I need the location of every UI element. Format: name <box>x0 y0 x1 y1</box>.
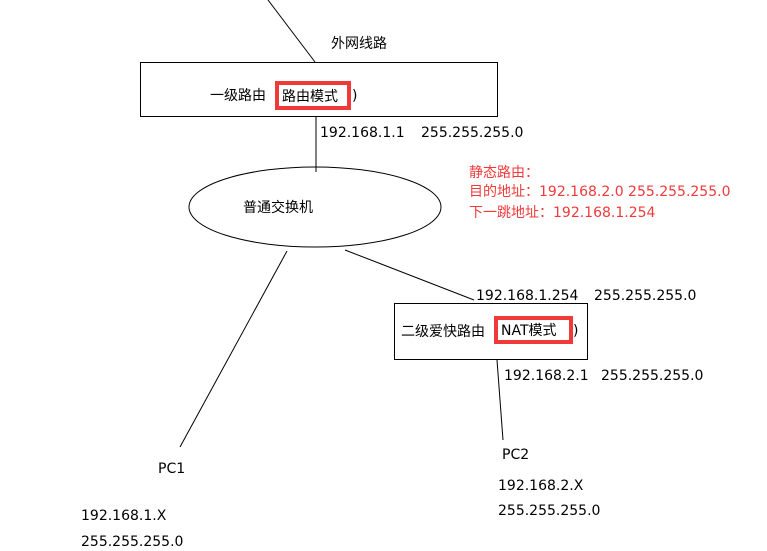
router2-mode-highlight <box>494 316 573 344</box>
pc2-label: PC2 <box>502 447 529 463</box>
switch-router2-link <box>344 249 475 301</box>
router2-lan-mask: 255.255.255.0 <box>601 368 703 384</box>
pc1-ip: 192.168.1.X <box>81 508 167 524</box>
router2-wan-ip: 192.168.1.254 <box>476 288 579 304</box>
router1-paren: ) <box>352 88 357 104</box>
router2-mode: NAT模式 <box>501 323 557 339</box>
pc1-mask: 255.255.255.0 <box>81 534 183 550</box>
static-route-next-hop: 下一跳地址：192.168.1.254 <box>469 205 656 221</box>
switch-ellipse <box>188 166 442 248</box>
pc2-mask: 255.255.255.0 <box>498 503 600 519</box>
router2-label: 二级爱快路由 <box>401 324 485 340</box>
router1-label: 一级路由 <box>210 88 266 104</box>
router1-box <box>140 62 498 117</box>
router1-ip: 192.168.1.1 <box>320 125 405 141</box>
switch-pc1-link <box>179 250 288 448</box>
pc1-label: PC1 <box>158 461 185 477</box>
router2-lan-ip: 192.168.2.1 <box>504 368 589 384</box>
router2-pc2-link <box>496 359 504 441</box>
pc2-ip: 192.168.2.X <box>498 478 584 494</box>
router2-wan-mask: 255.255.255.0 <box>594 288 696 304</box>
router1-mode: 路由模式 <box>282 89 338 105</box>
router1-mask: 255.255.255.0 <box>421 125 523 141</box>
router1-mode-highlight <box>275 81 351 110</box>
static-route-title: 静态路由： <box>469 165 539 181</box>
router2-box <box>394 303 588 360</box>
router2-paren: ) <box>573 323 578 339</box>
wan-label: 外网线路 <box>331 36 387 52</box>
switch-label: 普通交换机 <box>243 199 313 216</box>
wan-line <box>267 0 316 63</box>
static-route-dest: 目的地址：192.168.2.0 255.255.255.0 <box>469 184 730 200</box>
